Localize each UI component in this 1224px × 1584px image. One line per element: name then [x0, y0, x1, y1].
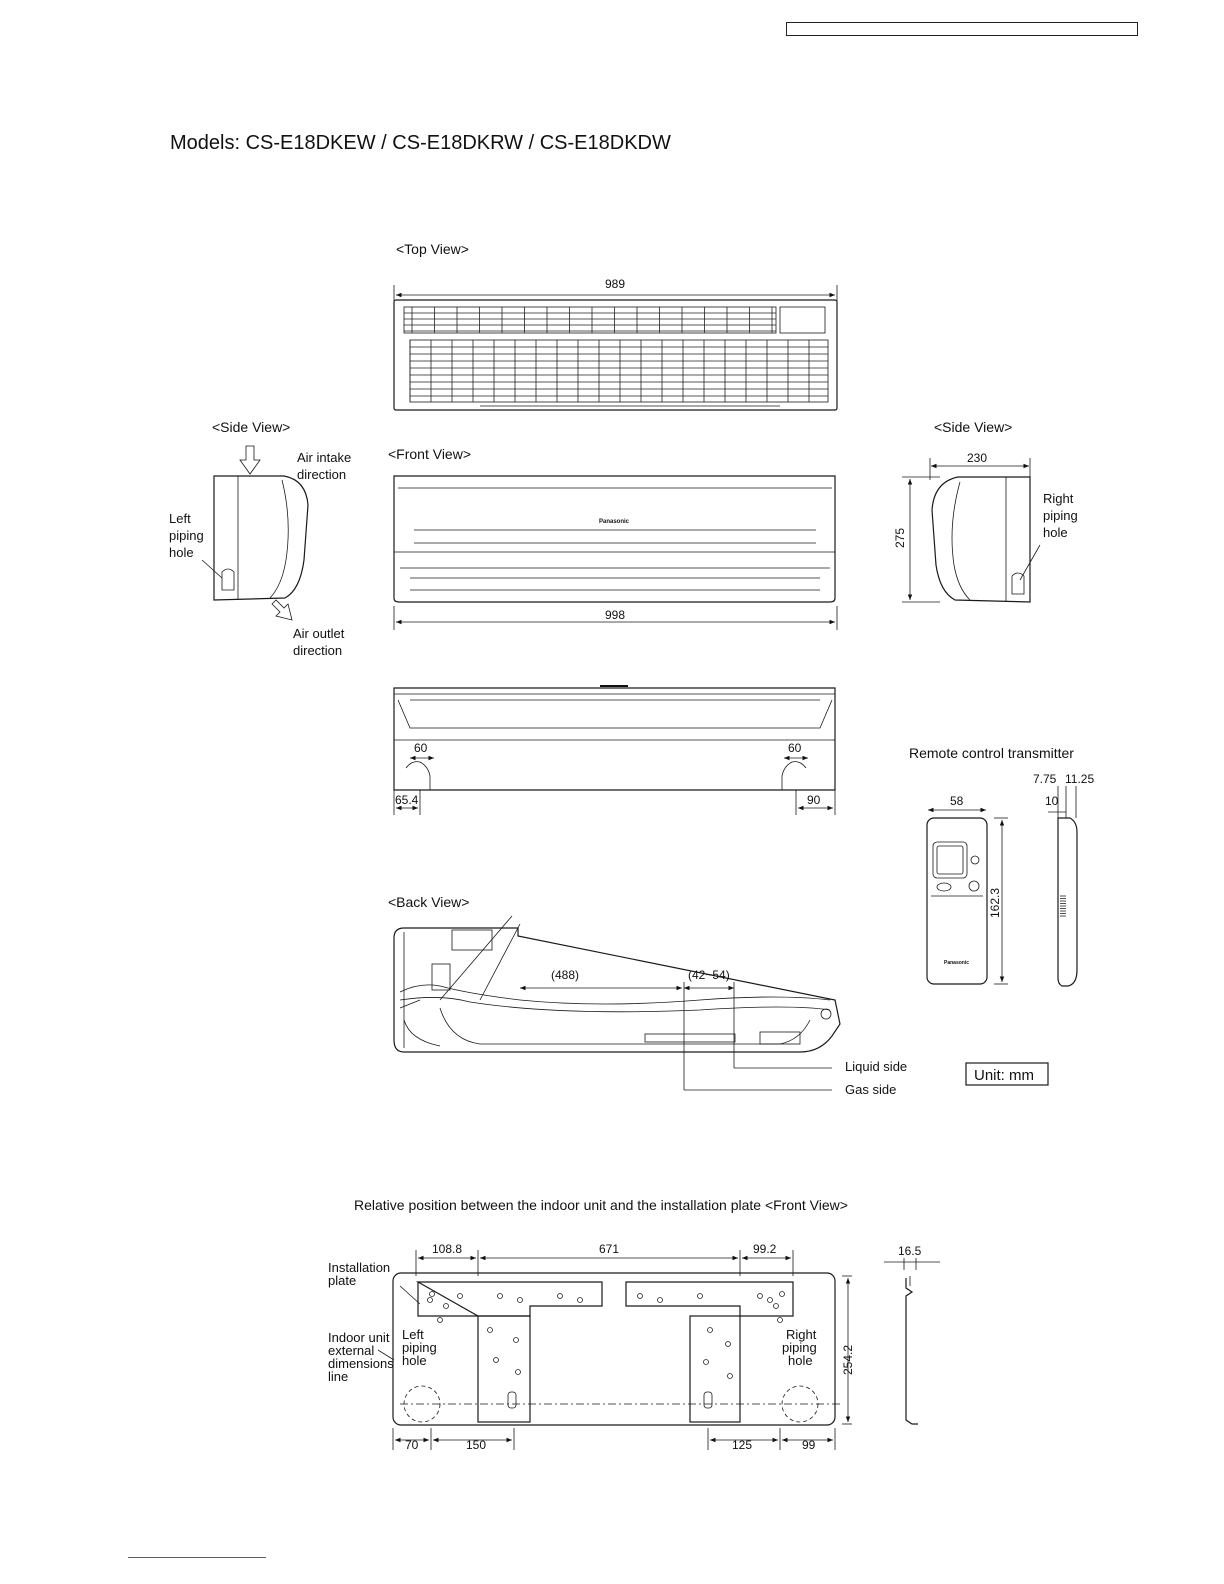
installation-plate-label-2: plate [328, 1273, 356, 1288]
installation-plate-label: Installation [328, 1260, 390, 1275]
front-view-body [393, 475, 836, 603]
left-piping-label: Left [169, 511, 191, 526]
back-view: <Back View> (488) (42~54) Liquid side Ga… [388, 894, 1049, 1097]
side-view-left-body [213, 475, 309, 601]
plate-right-piping-label-2: piping [782, 1340, 817, 1355]
air-intake-arrow [239, 445, 261, 475]
liquid-side-label: Liquid side [845, 1059, 907, 1074]
top-view-body [393, 299, 838, 411]
plate-right-piping-label-3: hole [788, 1353, 813, 1368]
dim-90: 90 [807, 793, 821, 807]
right-piping-label-2: piping [1043, 508, 1078, 523]
plate-left-piping-label-3: hole [402, 1353, 427, 1368]
bottom-view: 60 60 65.4 90 [393, 685, 836, 815]
left-piping-label-3: hole [169, 545, 194, 560]
dim-65-4: 65.4 [395, 793, 419, 807]
front-view: <Front View> Panasonic 998 [388, 446, 838, 630]
brand-logo: Panasonic [599, 519, 630, 525]
relative-position-title: Relative position between the indoor uni… [354, 1197, 848, 1213]
side-view-right-body [931, 476, 1031, 603]
remote-title: Remote control transmitter [909, 745, 1074, 761]
air-outlet-arrow [271, 599, 293, 621]
dim-275: 275 [893, 528, 907, 548]
air-intake-label: Air intake [297, 450, 351, 465]
plate-left-piping-label: Left [402, 1327, 424, 1342]
top-view: <Top View> 989 [393, 241, 838, 411]
plate-right-piping-label: Right [786, 1327, 817, 1342]
remote-screen [932, 841, 968, 879]
plate-left [415, 1281, 603, 1317]
side-view-left: <Side View> Air intake direction Left pi… [169, 419, 351, 658]
dim-989: 989 [605, 277, 625, 291]
right-piping-label-3: hole [1043, 525, 1068, 540]
header-box [786, 22, 1138, 36]
dim-108-8: 108.8 [432, 1242, 462, 1256]
left-piping-label-2: piping [169, 528, 204, 543]
dim-7-75: 7.75 [1033, 772, 1057, 786]
dim-42-54: (42~54) [688, 968, 730, 982]
remote-control: Remote control transmitter 58 Panasonic … [909, 745, 1094, 987]
side-view-left-label: <Side View> [212, 419, 290, 435]
bottom-view-body [393, 687, 836, 791]
dim-99: 99 [802, 1438, 816, 1452]
dim-162-3: 162.3 [988, 888, 1002, 918]
unit-box [965, 1062, 1049, 1086]
unit-label: Unit: mm [974, 1067, 1034, 1084]
back-view-body [393, 927, 841, 1053]
remote-front [926, 817, 988, 985]
dim-60-right: 60 [788, 741, 802, 755]
plate-right-leg [689, 1315, 741, 1423]
back-view-label: <Back View> [388, 894, 469, 910]
side-view-right-label: <Side View> [934, 419, 1012, 435]
dim-11-25: 11.25 [1065, 772, 1094, 786]
indoor-line-label-2: external [328, 1343, 374, 1358]
remote-brand: Panasonic [944, 960, 969, 966]
air-outlet-label-2: direction [293, 643, 342, 658]
front-view-label: <Front View> [388, 446, 471, 462]
plate-side-profile [905, 1278, 918, 1425]
top-view-label: <Top View> [396, 241, 469, 257]
indoor-line-label-3: dimensions [328, 1356, 394, 1371]
dim-125: 125 [732, 1438, 752, 1452]
indoor-line-label-4: line [328, 1369, 348, 1384]
air-intake-label-2: direction [297, 467, 346, 482]
dim-99-2: 99.2 [753, 1242, 777, 1256]
right-piping-label: Right [1043, 491, 1074, 506]
installation-plate-view: Relative position between the indoor uni… [328, 1197, 940, 1452]
dim-998: 998 [605, 608, 625, 622]
dim-488: (488) [551, 968, 579, 982]
air-outlet-label: Air outlet [293, 626, 345, 641]
dim-10: 10 [1045, 794, 1059, 808]
page-title: Models: CS-E18DKEW / CS-E18DKRW / CS-E18… [170, 132, 671, 154]
dim-70: 70 [405, 1438, 419, 1452]
plate-left-leg [477, 1315, 531, 1423]
dim-60-left: 60 [414, 741, 428, 755]
plate-left-piping-label-2: piping [402, 1340, 437, 1355]
dim-230: 230 [967, 451, 987, 465]
dim-58: 58 [950, 794, 964, 808]
remote-side [1057, 817, 1078, 987]
gas-side-label: Gas side [845, 1082, 896, 1097]
dim-16-5: 16.5 [898, 1244, 922, 1258]
indoor-unit-outline [392, 1272, 836, 1426]
side-view-right: <Side View> 230 275 Right piping hole [893, 419, 1078, 603]
dim-671: 671 [599, 1242, 619, 1256]
dim-150: 150 [466, 1438, 486, 1452]
footer-rule [128, 1557, 266, 1558]
dim-254-2: 254.2 [841, 1345, 855, 1375]
indoor-line-label: Indoor unit [328, 1330, 390, 1345]
